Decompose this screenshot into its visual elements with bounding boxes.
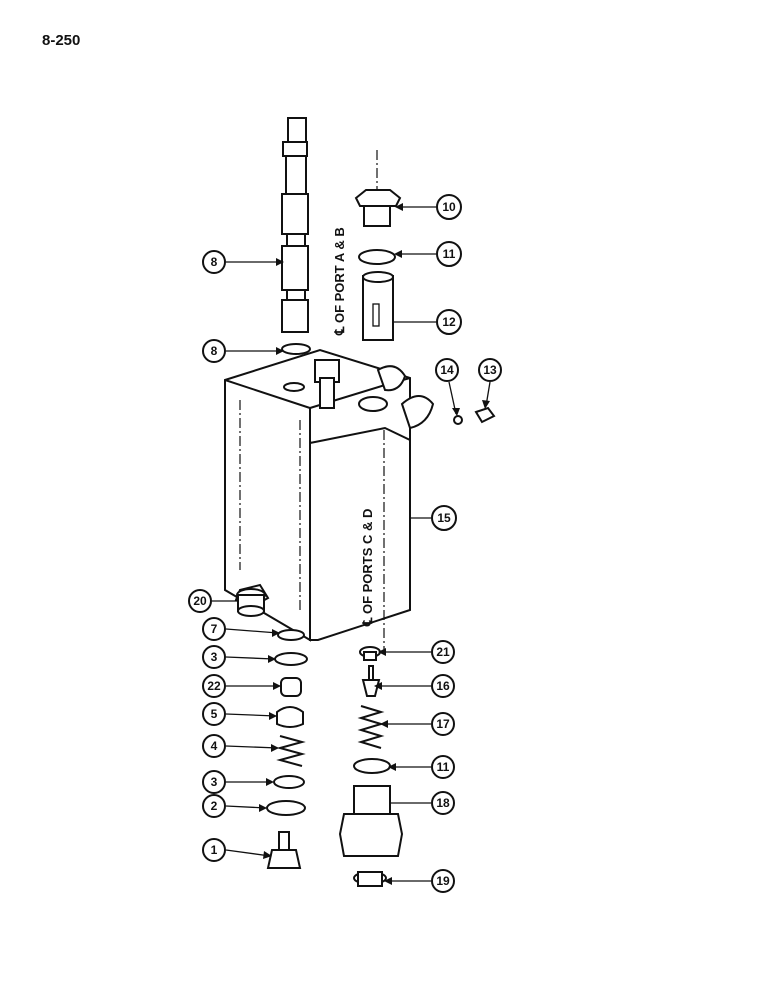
callout-13: 13 <box>478 358 502 409</box>
clip-part <box>276 706 304 728</box>
o-ring-part <box>358 249 396 265</box>
callout-16: 16 <box>374 674 455 698</box>
page-number: 8-250 <box>42 32 81 49</box>
spool-part <box>281 117 309 333</box>
seat-part <box>280 677 302 697</box>
callout-15: 15 <box>410 505 457 531</box>
callout-18: 18 <box>390 791 455 815</box>
callout-17: 17 <box>380 712 455 736</box>
callout-8: 8 <box>202 339 284 363</box>
o-ring-part <box>353 758 391 774</box>
washer-part <box>277 629 305 641</box>
callout-1: 1 <box>202 838 272 862</box>
svg-text:4: 4 <box>211 739 218 753</box>
svg-text:5: 5 <box>211 707 218 721</box>
svg-text:11: 11 <box>443 247 456 261</box>
svg-text:19: 19 <box>436 874 450 888</box>
svg-text:8: 8 <box>211 255 218 269</box>
o-ring-small-part <box>453 415 463 425</box>
svg-text:21: 21 <box>436 645 450 659</box>
callout-14: 14 <box>435 358 460 416</box>
svg-text:2: 2 <box>211 799 218 813</box>
adapter-part <box>353 785 391 817</box>
callout-2: 2 <box>202 794 267 818</box>
callout-7: 7 <box>202 617 280 641</box>
callout-3-upper: 3 <box>202 645 276 669</box>
poppet-part <box>361 679 381 697</box>
svg-text:17: 17 <box>436 717 450 731</box>
svg-text:13: 13 <box>483 363 497 377</box>
callout-20: 21 <box>378 640 455 664</box>
callout-10: 10 <box>395 194 462 220</box>
svg-text:7: 7 <box>211 622 218 636</box>
callout-21: 20 <box>188 589 238 613</box>
svg-text:3: 3 <box>211 775 218 789</box>
washer-part <box>274 652 308 666</box>
svg-text:1: 1 <box>211 843 218 857</box>
svg-text:11: 11 <box>437 760 450 774</box>
svg-text:22: 22 <box>207 679 221 693</box>
o-ring-part <box>281 343 311 355</box>
plug-part <box>266 849 302 869</box>
svg-text:12: 12 <box>442 315 456 329</box>
svg-text:18: 18 <box>436 796 450 810</box>
centerline-label-ports-cd: ℄ OF PORTS C & D <box>360 509 375 627</box>
plug-stem <box>278 831 290 851</box>
cap-part <box>354 189 402 207</box>
centerline-label-ports-ab: ℄ OF PORT A & B <box>332 227 347 336</box>
plug-part <box>474 406 496 424</box>
spring-part <box>276 735 306 767</box>
callout-12: 12 <box>393 309 462 335</box>
callout-3-lower: 3 <box>202 770 274 794</box>
callout-19: 19 <box>384 869 455 893</box>
svg-text:3: 3 <box>211 650 218 664</box>
svg-text:15: 15 <box>437 511 451 525</box>
svg-text:10: 10 <box>442 200 456 214</box>
sleeve-part <box>362 275 394 341</box>
svg-text:8: 8 <box>211 344 218 358</box>
spring-part <box>357 705 385 749</box>
svg-text:14: 14 <box>440 363 454 377</box>
callout-9: 8 <box>202 250 284 274</box>
washer-part <box>273 775 305 789</box>
callout-11-upper: 11 <box>394 241 462 267</box>
callout-11-lower: 11 <box>388 755 455 779</box>
svg-text:16: 16 <box>436 679 450 693</box>
cap-stem <box>363 205 391 227</box>
valve-body-part <box>224 348 435 650</box>
callout-5: 5 <box>202 702 277 726</box>
svg-text:20: 20 <box>193 594 207 608</box>
callout-22: 22 <box>202 674 281 698</box>
snap-ring-part <box>266 800 306 816</box>
callout-4: 4 <box>202 734 279 758</box>
